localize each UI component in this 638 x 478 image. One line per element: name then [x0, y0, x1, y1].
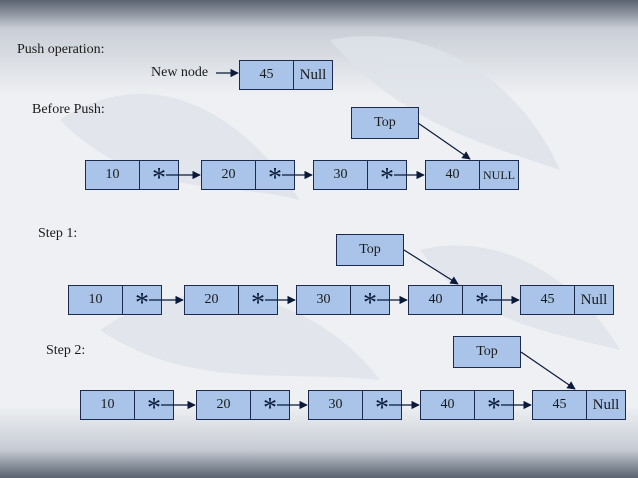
step2-label: Step 2:	[46, 343, 86, 358]
node-value: 10	[81, 391, 135, 419]
node-value: 40	[409, 286, 463, 314]
new-node: 45 Null	[239, 60, 333, 90]
node-value: 20	[202, 161, 256, 189]
step2-node-40: 40 *	[420, 390, 514, 424]
node-value: 20	[197, 391, 251, 419]
node-null: Null	[592, 396, 620, 413]
push-operation-label: Push operation:	[17, 42, 105, 57]
step1-label: Step 1:	[38, 226, 78, 241]
node-value: 40	[426, 161, 480, 189]
node-value: 30	[297, 286, 351, 314]
pointer-asterisk: *	[375, 393, 389, 424]
node-null: Null	[299, 66, 327, 83]
pointer-asterisk: *	[147, 393, 161, 424]
pointer-asterisk: *	[475, 288, 489, 319]
top-box-step1: Top	[336, 234, 404, 266]
step1-node-20: 20 *	[184, 285, 278, 319]
pointer-asterisk: *	[135, 288, 149, 319]
node-value: 20	[185, 286, 239, 314]
node-value: 45	[533, 391, 587, 419]
new-node-label: New node	[151, 65, 209, 80]
pointer-asterisk: *	[268, 163, 282, 194]
node-null: NULL	[483, 167, 515, 182]
pointer-asterisk: *	[251, 288, 265, 319]
before-node-40: 40 NULL	[425, 160, 519, 190]
step2-node-20: 20 *	[196, 390, 290, 424]
node-value: 30	[309, 391, 363, 419]
node-null: Null	[580, 291, 608, 308]
node-value: 40	[421, 391, 475, 419]
node-value: 10	[86, 161, 140, 189]
step2-node-45: 45 Null	[532, 390, 626, 420]
step1-node-45: 45 Null	[520, 285, 614, 315]
node-value: 30	[314, 161, 368, 189]
node-value: 45	[521, 286, 575, 314]
before-push-label: Before Push:	[32, 102, 105, 117]
node-value: 10	[69, 286, 123, 314]
pointer-asterisk: *	[263, 393, 277, 424]
top-box-step2: Top	[453, 336, 521, 368]
step1-node-30: 30 *	[296, 285, 390, 319]
node-value: 45	[240, 61, 294, 89]
top-box-before: Top	[351, 107, 419, 139]
before-node-20: 20 *	[201, 160, 295, 194]
pointer-asterisk: *	[380, 163, 394, 194]
before-node-30: 30 *	[313, 160, 407, 194]
step1-node-40: 40 *	[408, 285, 502, 319]
pointer-asterisk: *	[152, 163, 166, 194]
step1-node-10: 10 *	[68, 285, 162, 319]
step2-node-10: 10 *	[80, 390, 174, 424]
before-node-10: 10 *	[85, 160, 179, 194]
pointer-asterisk: *	[363, 288, 377, 319]
step2-node-30: 30 *	[308, 390, 402, 424]
pointer-asterisk: *	[487, 393, 501, 424]
